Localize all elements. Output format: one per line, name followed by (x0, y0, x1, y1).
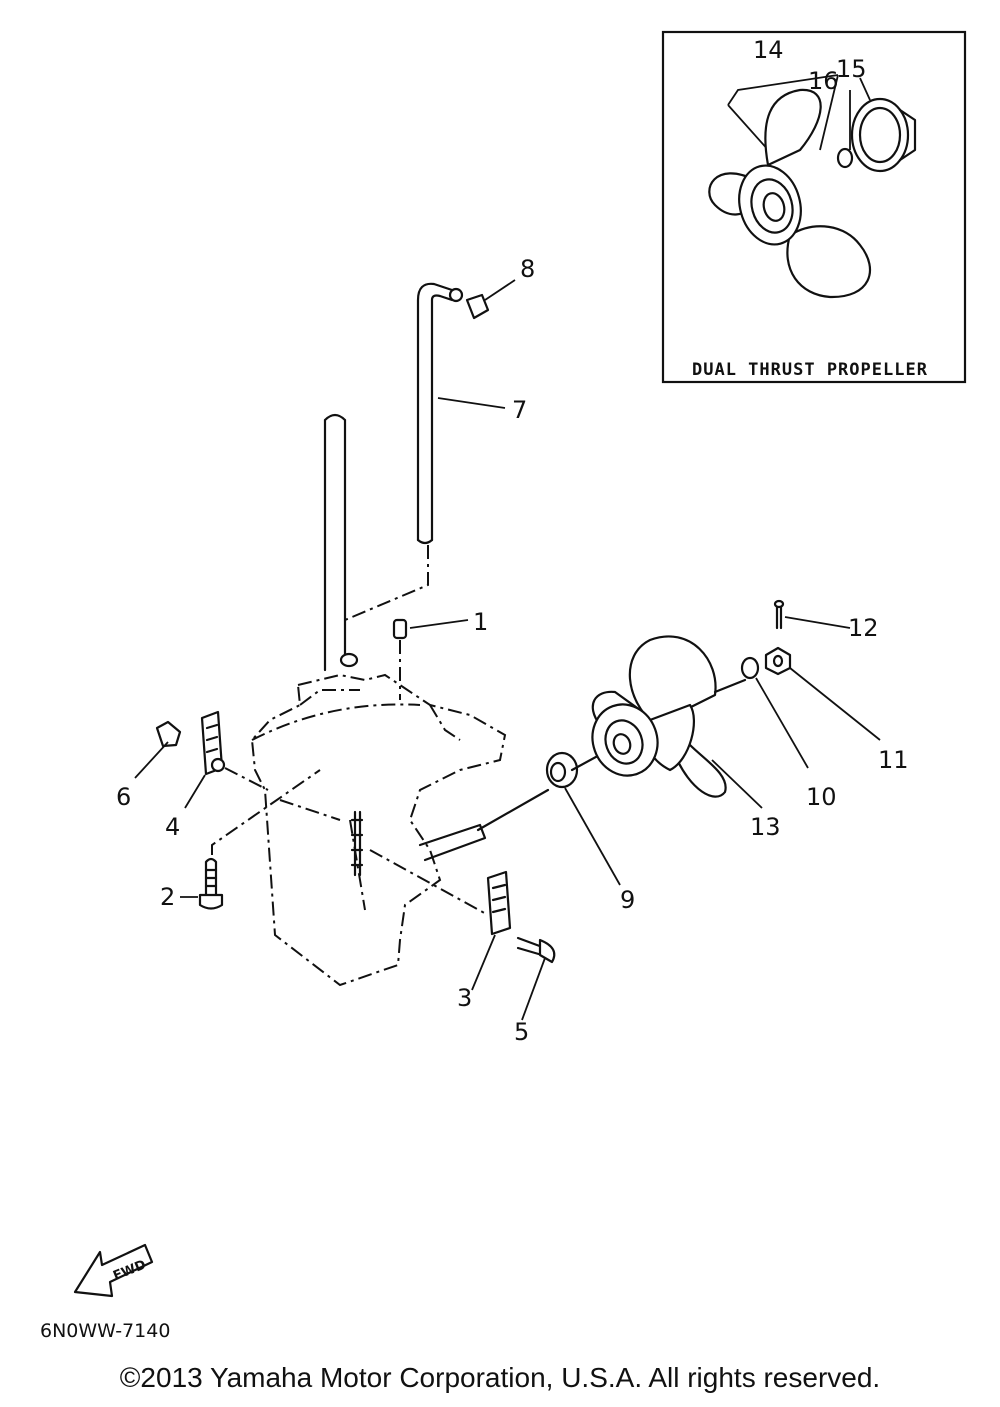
part-11-nut (764, 646, 792, 676)
callout-9: 9 (620, 886, 635, 914)
lower-unit-casing (250, 413, 507, 987)
callout-2: 2 (160, 883, 175, 911)
fwd-arrow: FWD (73, 1243, 154, 1298)
part-15-spacer (850, 97, 917, 173)
callout-8: 8 (520, 255, 535, 283)
callout-7: 7 (512, 396, 527, 424)
callout-1: 1 (473, 608, 488, 636)
callout-14: 14 (753, 36, 784, 64)
part-4-anode (200, 710, 226, 776)
inset-panel: 14 16 15 DUAL THRUST PROPELLER (661, 30, 967, 384)
inset-caption: DUAL THRUST PROPELLER (692, 360, 928, 380)
callout-10: 10 (806, 783, 837, 811)
part-8-grommet (465, 293, 490, 320)
callout-6: 6 (116, 783, 131, 811)
part-7-tube (416, 282, 464, 545)
drawing-code: 6N0WW-7140 (40, 1320, 170, 1342)
part-6-nut (155, 720, 182, 748)
part-13-propeller (591, 635, 727, 798)
callout-3: 3 (457, 984, 472, 1012)
part-16-washer (836, 147, 854, 169)
part-5-screw (516, 936, 556, 964)
dual-thrust-propeller (708, 88, 872, 299)
callout-5: 5 (514, 1018, 529, 1046)
copyright-notice: ©2013 Yamaha Motor Corporation, U.S.A. A… (119, 1362, 881, 1393)
callout-16: 16 (808, 67, 839, 95)
callout-13: 13 (750, 813, 781, 841)
callout-12: 12 (848, 614, 879, 642)
callout-11: 11 (878, 746, 909, 774)
callout-15: 15 (836, 55, 867, 83)
part-1-dowel-pin (392, 618, 408, 700)
part-2-bolt (198, 857, 224, 910)
callout-4: 4 (165, 813, 180, 841)
part-10-washer (740, 656, 760, 680)
part-12-cotter-pin (773, 599, 785, 630)
part-9-thrust-washer (545, 751, 579, 789)
part-3-anode (486, 870, 512, 936)
